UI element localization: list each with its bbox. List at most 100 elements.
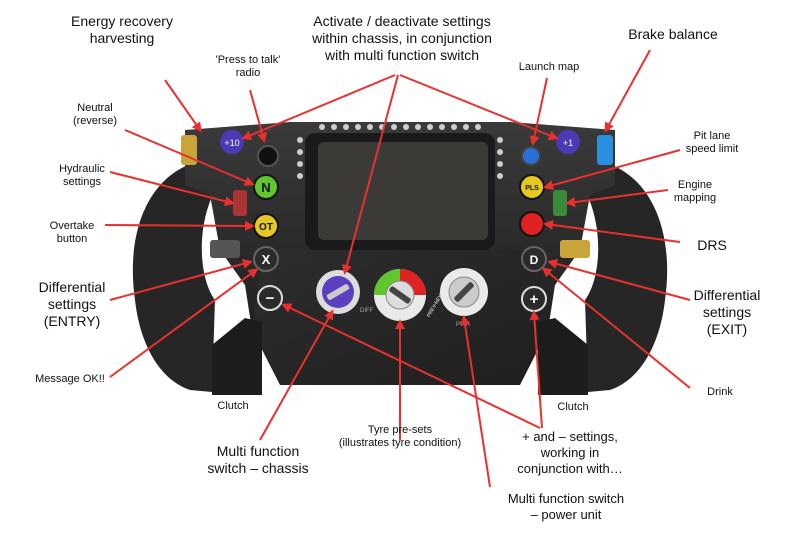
label-tyre-presets: Tyre pre-sets(illustrates tyre condition… xyxy=(339,424,461,449)
label-pit-lane-line: speed limit xyxy=(686,143,739,155)
label-launch-map: Launch map xyxy=(519,61,580,73)
plus-button-label: + xyxy=(530,291,539,308)
label-mfs-chassis-line: switch – chassis xyxy=(207,460,308,476)
energy-recovery-switch[interactable] xyxy=(181,135,197,165)
label-mfs-power-line: Multi function switch xyxy=(508,491,624,506)
power-unit-multi-function-rotary[interactable] xyxy=(440,268,488,316)
radio-rotary[interactable] xyxy=(257,145,279,167)
launch-map-rotary[interactable] xyxy=(521,146,541,166)
label-plus-minus-line: working in xyxy=(540,445,600,460)
overtake-button-label: OT xyxy=(259,222,273,233)
message-ok-button-label: X xyxy=(262,252,271,267)
side-leds-left xyxy=(297,137,303,179)
engine-mapping-switch[interactable] xyxy=(553,190,567,216)
label-activate-settings-line: with multi function switch xyxy=(324,47,479,63)
label-hydraulic-line: settings xyxy=(63,176,101,188)
label-launch-map-line: Launch map xyxy=(519,61,580,73)
hydraulic-switch[interactable] xyxy=(233,190,247,216)
label-clutch-left-line: Clutch xyxy=(217,400,248,412)
brake-balance-switch[interactable] xyxy=(597,135,613,165)
arrow-pit-lane xyxy=(543,149,681,190)
label-energy-recovery-line: harvesting xyxy=(90,30,155,46)
arrow-overtake xyxy=(104,220,255,231)
label-press-to-talk-line: 'Press to talk' xyxy=(216,54,281,66)
label-clutch-left: Clutch xyxy=(217,400,248,412)
arrow-brake-balance xyxy=(604,49,651,133)
arrow-activate-plus10 xyxy=(241,74,396,140)
label-diff-entry-line: (ENTRY) xyxy=(44,313,101,329)
dashboard-screen xyxy=(318,142,488,240)
label-plus-minus-line: + and – settings, xyxy=(522,429,618,444)
label-overtake-line: Overtake xyxy=(50,220,95,232)
arrow-mfs-power xyxy=(460,315,491,488)
drink-button[interactable] xyxy=(521,246,547,272)
label-press-to-talk-line: radio xyxy=(236,67,260,79)
label-mfs-chassis-line: Multi function xyxy=(217,443,299,459)
label-message-ok-line: Message OK!! xyxy=(35,373,105,385)
arrow-diff-exit xyxy=(547,259,691,301)
diff-exit-switch[interactable] xyxy=(560,240,590,258)
arrow-neutral xyxy=(124,129,255,186)
label-pit-lane-line: Pit lane xyxy=(694,130,731,142)
label-neutral-line: (reverse) xyxy=(73,115,117,127)
label-neutral-line: Neutral xyxy=(77,102,112,114)
unit-rotary-marks: PWR xyxy=(456,322,471,328)
label-engine-mapping-line: Engine xyxy=(678,179,712,191)
diff-entry-switch[interactable] xyxy=(210,240,240,258)
arrow-plus-minus-left xyxy=(281,303,541,429)
label-neutral: Neutral(reverse) xyxy=(73,102,117,127)
arrow-mfs-chassis xyxy=(259,309,334,441)
arrow-drink xyxy=(541,267,691,389)
message-ok-button[interactable] xyxy=(253,246,279,272)
annotation-arrows xyxy=(104,49,691,488)
neutral-button-label: N xyxy=(261,180,270,195)
minus-button-label: − xyxy=(266,290,275,307)
clutch-paddle-right xyxy=(538,318,588,395)
plus10-button[interactable] xyxy=(220,130,244,154)
label-mfs-power-line: – power unit xyxy=(531,507,602,522)
arrow-message-ok xyxy=(109,268,259,378)
label-diff-entry-line: Differential xyxy=(39,279,106,295)
clutch-paddle-left xyxy=(212,318,262,395)
label-drink-line: Drink xyxy=(707,386,733,398)
arrow-activate-chassis xyxy=(341,74,399,275)
neutral-button[interactable] xyxy=(253,174,279,200)
label-press-to-talk: 'Press to talk'radio xyxy=(216,54,281,79)
label-activate-settings-line: Activate / deactivate settings xyxy=(313,13,490,29)
drink-button-label: D xyxy=(530,253,539,267)
arrow-energy-recovery xyxy=(164,79,202,133)
arrow-launch-map xyxy=(529,77,548,146)
label-diff-exit-line: (EXIT) xyxy=(707,321,747,337)
side-leds-right xyxy=(497,137,503,179)
label-plus-minus-line: conjunction with… xyxy=(517,461,623,476)
pit-limiter-button-label: PLS xyxy=(525,185,539,192)
arrow-engine-mapping xyxy=(565,189,669,208)
label-clutch-right-line: Clutch xyxy=(557,401,588,413)
label-mfs-power: Multi function switch– power unit xyxy=(508,491,624,522)
drs-button[interactable] xyxy=(519,211,545,237)
plus10-label: +10 xyxy=(224,138,239,148)
label-drink: Drink xyxy=(707,386,733,398)
label-tyre-presets-line: (illustrates tyre condition) xyxy=(339,437,461,449)
arrow-plus-minus-right xyxy=(529,310,543,429)
shift-light-leds xyxy=(319,124,481,130)
label-brake-balance-line: Brake balance xyxy=(628,26,718,42)
label-clutch-right: Clutch xyxy=(557,401,588,413)
minus-button[interactable] xyxy=(257,285,283,311)
right-grip xyxy=(585,160,668,392)
chassis-multi-function-rotary[interactable] xyxy=(316,270,360,314)
left-grip xyxy=(132,160,215,392)
plus1-button[interactable] xyxy=(556,130,580,154)
tyre-presets-rotary[interactable] xyxy=(374,269,426,321)
label-message-ok: Message OK!! xyxy=(35,373,105,385)
